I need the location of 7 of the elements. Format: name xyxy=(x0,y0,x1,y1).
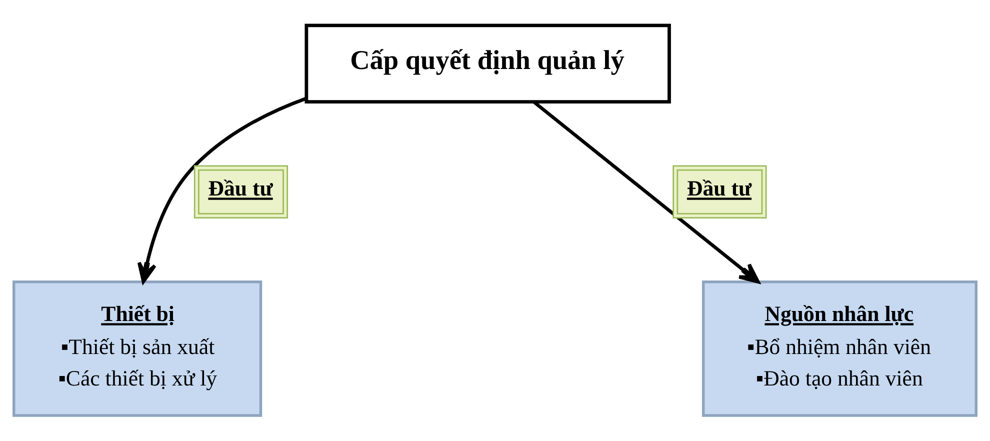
node-box: Thiết bị ▪Thiết bị sản xuất ▪Các thiết bị xử lý xyxy=(12,280,262,417)
node-box: Cấp quyết định quản lý xyxy=(304,24,671,104)
arrow xyxy=(137,96,307,284)
node-box: Nguồn nhân lực ▪Bổ nhiệm nhân viên ▪Đào tạo nhân viên xyxy=(702,280,978,417)
edge-label: Đầu tư xyxy=(208,176,273,201)
arrow xyxy=(532,100,760,284)
edge-label: Đầu tư xyxy=(686,176,752,201)
